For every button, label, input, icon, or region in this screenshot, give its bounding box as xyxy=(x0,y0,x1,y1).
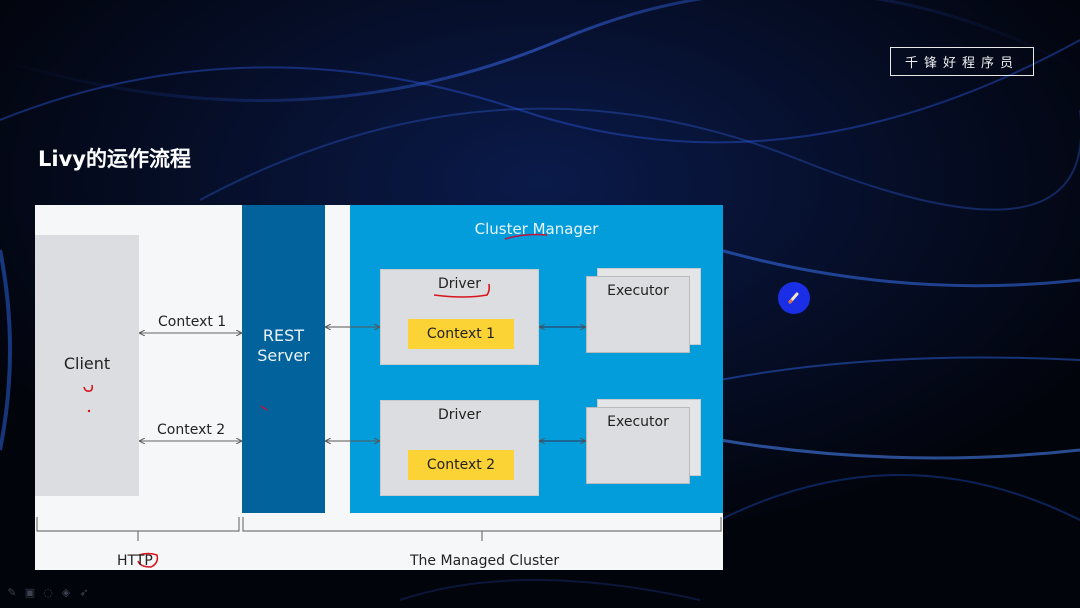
annotation-circle-http xyxy=(137,552,159,568)
context-label: Context 2 xyxy=(426,457,496,473)
link-label-context-1: Context 1 xyxy=(158,314,227,330)
annotation-toolbar: ✎ ▣ ◌ ◈ ➶ xyxy=(6,587,90,599)
rest-server-box: REST Server xyxy=(242,205,325,513)
highlighter-icon[interactable]: ◈ xyxy=(61,586,71,599)
context-box-2: Context 2 xyxy=(408,450,514,480)
annotation-dot-client xyxy=(87,409,91,413)
annotation-underline-manager xyxy=(504,233,548,240)
bracket-label-http: HTTP xyxy=(117,553,153,569)
client-label: Client xyxy=(63,354,111,373)
driver-label: Driver xyxy=(437,407,482,423)
eraser-icon[interactable]: ◌ xyxy=(43,586,53,599)
brand-logo-box: 千锋好程序员 xyxy=(890,47,1034,76)
driver-label: Driver xyxy=(437,276,482,292)
rest-server-label-line1: REST xyxy=(262,326,305,345)
cluster-manager-title: Cluster Manager xyxy=(474,220,599,238)
executor-box-1: Executor xyxy=(586,276,690,353)
screen-icon[interactable]: ▣ xyxy=(24,586,36,599)
bracket-http xyxy=(36,517,240,532)
pointer-icon[interactable]: ➶ xyxy=(79,586,89,599)
executor-box-2: Executor xyxy=(586,407,690,484)
cluster-manager-box: Cluster Manager Driver Context 1 Driver … xyxy=(350,205,723,513)
livy-architecture-diagram: Client REST Server Context 1 Context 2 C… xyxy=(35,205,723,570)
brand-label: 千锋好程序员 xyxy=(904,56,1019,71)
context-label: Context 1 xyxy=(426,326,496,342)
executor-label: Executor xyxy=(607,283,669,299)
bracket-label-managed-cluster: The Managed Cluster xyxy=(410,553,560,569)
pen-icon[interactable]: ✎ xyxy=(7,586,17,599)
driver-box-1: Driver Context 1 xyxy=(380,269,539,365)
pen-cursor-indicator xyxy=(778,282,810,314)
annotation-mark-rest xyxy=(260,405,268,411)
rest-server-label-line2: Server xyxy=(257,346,310,365)
client-box: Client xyxy=(35,235,139,496)
executor-label: Executor xyxy=(607,414,669,430)
connector-layer xyxy=(36,233,722,568)
link-label-context-2: Context 2 xyxy=(157,422,226,438)
pen-icon xyxy=(788,292,799,304)
annotation-mark-client xyxy=(83,384,94,392)
slide-title: Livy的运作流程 xyxy=(38,147,191,171)
context-box-1: Context 1 xyxy=(408,319,514,349)
driver-box-2: Driver Context 2 xyxy=(380,400,539,496)
annotation-underline-driver xyxy=(433,283,491,298)
bracket-managed-cluster xyxy=(242,517,722,532)
